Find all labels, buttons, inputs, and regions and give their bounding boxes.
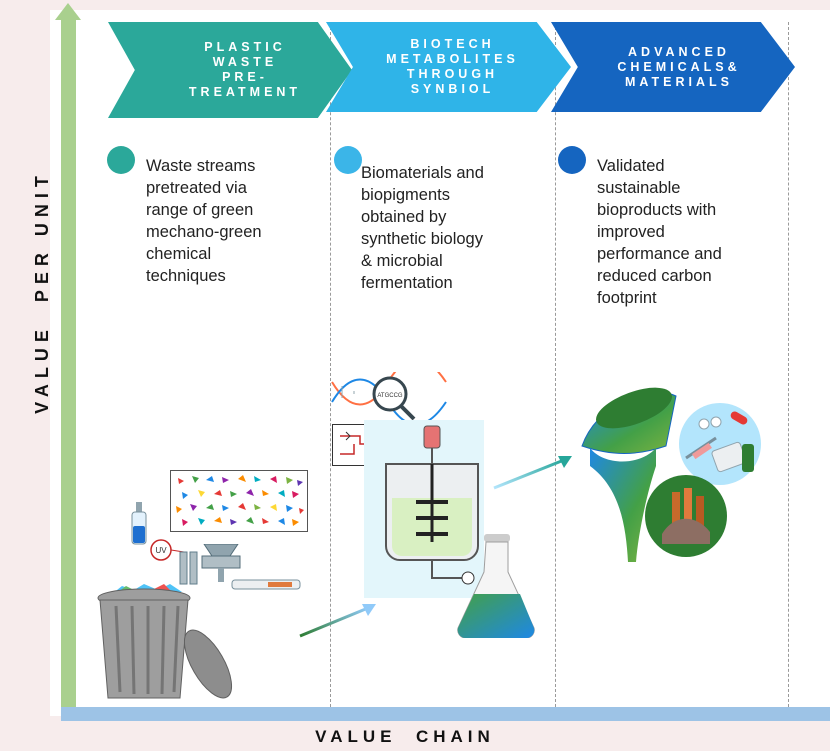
y-axis-arrowhead (55, 3, 81, 20)
stage-divider (330, 22, 331, 707)
stage-title: ADVANCED CHEMICALS& MATERIALS (617, 44, 741, 89)
stage-bullet-dot (107, 146, 135, 174)
stage-divider (788, 22, 789, 707)
uv-label: UV (155, 546, 167, 555)
flow-arrow-icon (299, 604, 376, 638)
stage-bullet-dot (334, 146, 362, 174)
flow-arrow-icon (493, 456, 572, 490)
stage-description: Waste streams pretreated via range of gr… (146, 157, 262, 285)
stage-header-pretreatment: PLASTIC WASTE PRE- TREATMENT (108, 22, 352, 118)
uv-lamp-icon: UV (150, 539, 198, 585)
dna-magnifier-icon: ATGCCG (331, 372, 447, 422)
y-axis-bar (61, 18, 76, 708)
stage-description: Biomaterials and biopigments obtained by… (361, 164, 484, 292)
flask-icon (457, 534, 535, 638)
stage-header-biotech: BIOTECH METABOLITES THROUGH SYNBIOL (326, 22, 571, 112)
x-axis-label: VALUE CHAIN (315, 727, 495, 746)
stage-title: BIOTECH METABOLITES THROUGH SYNBIOL (386, 37, 519, 96)
pills-icon (679, 403, 761, 485)
x-axis-bar (61, 707, 830, 721)
dna-sequence-label: ATGCCG (377, 393, 403, 399)
stage-description: Validated sustainable bioproducts with i… (597, 157, 722, 307)
trash-can-icon (97, 584, 233, 699)
y-axis-label: VALUE PER UNIT (32, 170, 52, 414)
materials-icon (645, 475, 727, 557)
stage-divider (555, 22, 556, 707)
plastic-flakes-icon (170, 470, 308, 532)
paint-bucket-icon (581, 387, 677, 562)
stage-header-advanced: ADVANCED CHEMICALS& MATERIALS (551, 22, 795, 112)
shredder-icon (201, 544, 301, 590)
stage-title: PLASTIC WASTE PRE- TREATMENT (188, 40, 302, 99)
stage-bullet-dot (558, 146, 586, 174)
bioreactor-icon (364, 420, 484, 598)
test-tube-icon (131, 502, 147, 545)
